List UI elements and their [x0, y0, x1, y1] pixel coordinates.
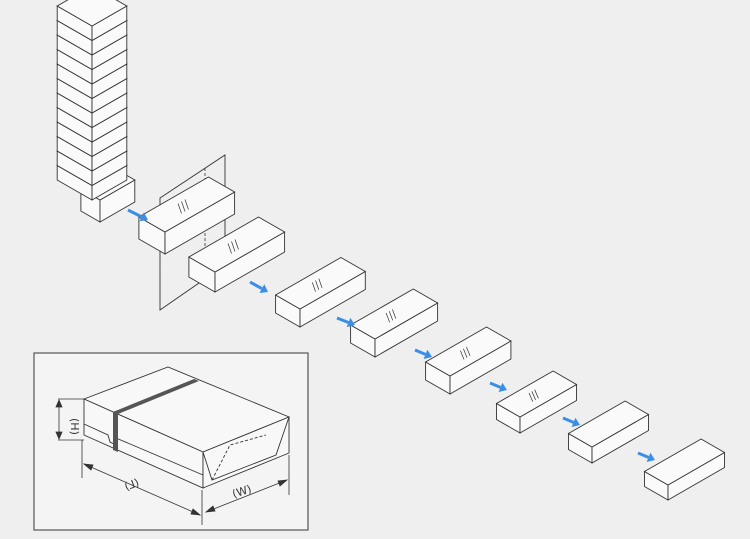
arrow-shaft: [127, 208, 143, 219]
arrow-head: [498, 382, 507, 392]
arrow-shaft: [249, 280, 263, 290]
height-label: (H): [68, 418, 81, 435]
arrow-head: [571, 417, 580, 427]
film-hatch: [385, 312, 390, 323]
package-step-7: [567, 400, 650, 464]
arrow-shaft: [489, 381, 502, 389]
package-step-1: [137, 176, 236, 255]
package-step-6: [495, 370, 578, 434]
dimension-inset: (H) (L) (W): [33, 352, 309, 531]
top-face: [643, 438, 726, 486]
arrow-shaft: [414, 348, 427, 356]
package-step-8: [643, 438, 726, 501]
process-flow: [56, 0, 726, 501]
flow-arrow-icon: [489, 381, 507, 392]
film-hatch: [177, 203, 182, 214]
arrow-shaft: [562, 416, 575, 424]
film-hatch: [184, 199, 189, 210]
inset-band-side: [113, 410, 118, 452]
film-hatch: [315, 280, 320, 290]
film-hatch: [227, 243, 232, 254]
arrow-head: [259, 284, 268, 293]
stacked-carton: [56, 0, 128, 42]
package-step-3: [274, 256, 367, 328]
film-hatch: [311, 282, 316, 292]
arrow-head: [139, 212, 148, 222]
film-hatch: [463, 348, 468, 358]
flow-arrows: [127, 208, 655, 462]
flow-arrow-icon: [336, 316, 355, 328]
dimension-lines: [55, 398, 290, 525]
arrow-head: [346, 317, 355, 328]
film-hatch: [528, 392, 534, 402]
flow-arrow-icon: [562, 416, 580, 427]
arrow-shaft: [336, 316, 350, 324]
package-step-4: [349, 288, 439, 358]
carton-stack: [56, 0, 136, 223]
film-hatch: [234, 239, 239, 250]
package-step-5: [424, 326, 512, 395]
top-face: [56, 0, 128, 27]
film-hatch: [231, 241, 236, 252]
top-face: [567, 400, 650, 448]
arrow-shaft: [637, 451, 650, 459]
film-hatch: [392, 309, 397, 319]
film-hatch: [318, 278, 323, 289]
arrow-head: [646, 452, 655, 462]
length-label: (L): [123, 476, 141, 493]
flow-arrow-icon: [414, 348, 432, 359]
film-hatch: [531, 391, 536, 401]
inset-band-top: [113, 379, 199, 414]
flow-arrow-icon: [249, 280, 268, 293]
flow-arrow-icon: [637, 451, 655, 462]
width-label: (W): [231, 482, 254, 500]
film-hatch: [460, 350, 465, 360]
flow-arrow-icon: [127, 208, 148, 222]
film-hatch: [534, 389, 539, 399]
package-step-2: [187, 216, 286, 293]
arrow-head: [423, 349, 432, 359]
film-hatch: [181, 201, 186, 212]
film-hatch: [388, 311, 394, 321]
film-hatch: [466, 346, 471, 357]
